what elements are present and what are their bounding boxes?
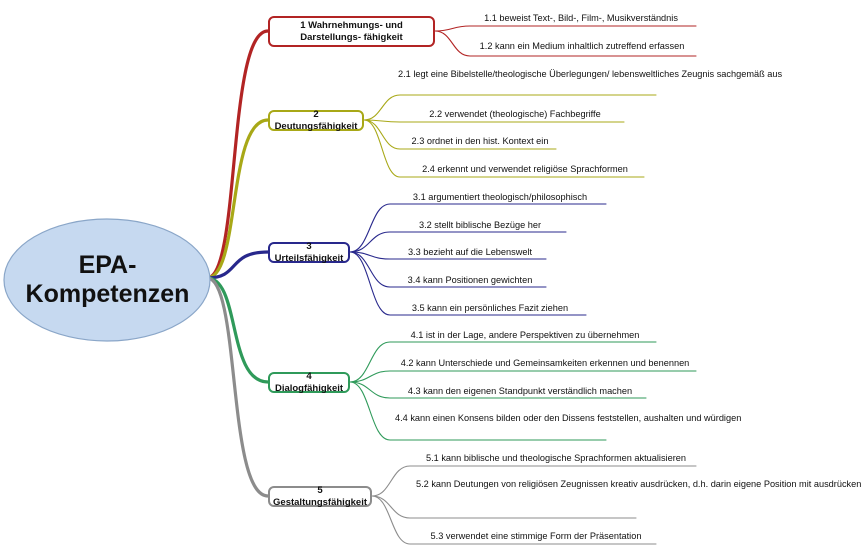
branch-deutungsfaehigkeit[interactable]: 2 Deutungsfähigkeit <box>268 109 364 132</box>
leaf-connector-b3-3 <box>349 251 547 260</box>
connector-b1 <box>205 29 270 280</box>
leaf-connector-b2-3 <box>363 119 557 150</box>
leaf-connector-b3-5 <box>349 251 587 316</box>
leaf-1-2[interactable]: 1.2 kann ein Medium inhaltlich zutreffen… <box>479 41 685 51</box>
leaf-connector-b5-2 <box>371 495 637 519</box>
leaf-5-1[interactable]: 5.1 kann biblische und theologische Spra… <box>426 453 686 463</box>
mindmap-canvas: EPA- Kompetenzen 1 Wahrnehmungs- und Dar… <box>3 13 861 545</box>
connector-b4 <box>205 276 270 384</box>
leaf-connector-b3-2 <box>349 231 567 253</box>
leaf-connector-b3-1 <box>349 203 607 253</box>
leaf-3-1[interactable]: 3.1 argumentiert theologisch/philosophis… <box>412 192 588 202</box>
connector-b2 <box>205 118 270 280</box>
leaf-5-3[interactable]: 5.3 verwendet eine stimmige Form der Prä… <box>430 531 642 541</box>
central-node-shape <box>3 218 211 342</box>
leaf-connector-b1-2 <box>434 30 697 57</box>
branch-gestaltungsfaehigkeit[interactable]: 5 Gestaltungsfähigkeit <box>268 485 372 508</box>
leaf-connector-b4-4 <box>349 381 607 441</box>
branch-urteilsfaehigkeit[interactable]: 3 Urteilsfähigkeit <box>268 241 350 264</box>
leaf-3-4[interactable]: 3.4 kann Positionen gewichten <box>407 275 533 285</box>
branch-wahrnehmungsfaehigkeit[interactable]: 1 Wahrnehmungs- und Darstellungs- fähigk… <box>268 16 435 47</box>
leaf-2-1[interactable]: 2.1 legt eine Bibelstelle/theologische Ü… <box>398 69 783 79</box>
branch-dialogfaehigkeit[interactable]: 4 Dialogfähigkeit <box>268 371 350 394</box>
connector-b5 <box>205 276 270 498</box>
leaf-5-2[interactable]: 5.2 kann Deutungen von religiösen Zeugni… <box>416 479 861 489</box>
mindmap-connectors <box>3 25 697 545</box>
leaf-2-4[interactable]: 2.4 erkennt und verwendet religiöse Spra… <box>422 164 628 174</box>
leaf-4-4[interactable]: 4.4 kann einen Konsens bilden oder den D… <box>395 413 742 423</box>
leaf-2-2[interactable]: 2.2 verwendet (theologische) Fachbegriff… <box>429 109 601 119</box>
leaf-1-1[interactable]: 1.1 beweist Text-, Bild-, Film-, Musikve… <box>484 13 678 23</box>
leaf-connector-b4-2 <box>349 370 697 383</box>
leaf-3-3[interactable]: 3.3 bezieht auf die Lebenswelt <box>407 247 533 257</box>
leaf-3-5[interactable]: 3.5 kann ein persönliches Fazit ziehen <box>411 303 569 313</box>
leaf-connector-b2-2 <box>363 119 625 123</box>
central-node-label[interactable]: EPA- Kompetenzen <box>25 251 190 308</box>
leaf-connector-b3-4 <box>349 251 547 288</box>
leaf-connector-b4-1 <box>349 341 657 383</box>
leaf-4-1[interactable]: 4.1 ist in der Lage, andere Perspektiven… <box>410 330 640 340</box>
leaf-connector-b2-1 <box>363 94 657 121</box>
leaf-connector-b5-1 <box>371 465 697 497</box>
leaf-4-2[interactable]: 4.2 kann Unterschiede und Gemeinsamkeite… <box>400 358 690 368</box>
leaf-connector-b1-1 <box>434 25 697 32</box>
leaf-connector-b5-3 <box>371 495 657 545</box>
leaf-3-2[interactable]: 3.2 stellt biblische Bezüge her <box>418 220 542 230</box>
leaf-connector-b2-4 <box>363 119 645 178</box>
connector-b3 <box>205 250 270 280</box>
leaf-connector-b4-3 <box>349 381 647 399</box>
leaf-4-3[interactable]: 4.3 kann den eigenen Standpunkt verständ… <box>407 386 633 396</box>
leaf-2-3[interactable]: 2.3 ordnet in den hist. Kontext ein <box>411 136 549 146</box>
